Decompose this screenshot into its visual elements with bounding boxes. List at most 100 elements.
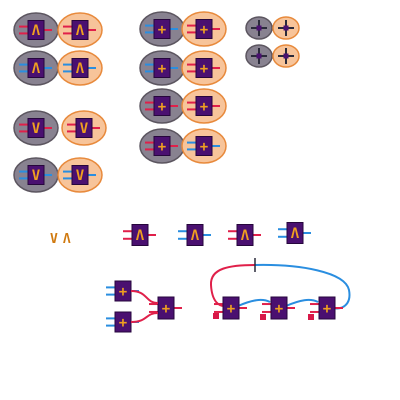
gate-tile: Λ (63, 58, 96, 78)
gate-symbol: Λ (76, 61, 85, 77)
bubbled-gate-tile: + (181, 88, 227, 124)
gate-body (153, 58, 171, 78)
gate-symbol: + (119, 284, 127, 300)
gate-body (75, 118, 93, 138)
gate-symbol: + (200, 99, 208, 115)
legend-symbol-and: Λ (62, 232, 73, 247)
input-terminal (213, 313, 219, 319)
gate-tile: + (187, 19, 220, 39)
bubbled-gate-tile: + (181, 11, 227, 47)
gate-body (286, 222, 304, 244)
gate-tile: + (145, 58, 178, 78)
gate-body (71, 165, 89, 185)
circuit-gate: + (262, 296, 295, 320)
cross-node (256, 25, 262, 31)
bubbled-gate-tile: Λ (13, 50, 59, 86)
gate-symbol: + (119, 315, 127, 331)
gate-body (236, 224, 254, 246)
cross-node (283, 25, 289, 31)
gate-tile: V (19, 118, 52, 138)
gate-symbol: V (32, 168, 41, 184)
bubbled-gate-tile: Λ (57, 12, 103, 48)
gate-body (131, 224, 149, 246)
gate-tile: V (63, 165, 96, 185)
bubbled-gate-tile: + (139, 128, 185, 164)
mini-cross-tile (272, 16, 300, 40)
gate-symbol: + (158, 99, 166, 115)
gate-symbol: + (158, 139, 166, 155)
bubbled-gate-tile: V (57, 157, 103, 193)
gate-body (195, 19, 213, 39)
cross-node (283, 53, 289, 59)
mini-cross-tile (245, 16, 273, 40)
cross-node (256, 53, 262, 59)
gate-symbol: + (275, 301, 283, 317)
gate-body (153, 96, 171, 116)
gate-symbol: + (158, 22, 166, 38)
bubbled-gate-tile: + (139, 11, 185, 47)
bare-gate: Λ (228, 224, 261, 246)
bubbled-gate-tile: Λ (13, 12, 59, 48)
gate-symbol: + (227, 301, 235, 317)
bubbled-gate-tile: V (13, 157, 59, 193)
gate-body (195, 136, 213, 156)
gate-body (27, 118, 45, 138)
circuit-wire (130, 312, 159, 323)
input-terminal (260, 314, 266, 320)
gate-tile: + (187, 136, 220, 156)
gate-tile: + (145, 96, 178, 116)
bubbled-gate-tile: + (139, 88, 185, 124)
gate-symbol: + (200, 139, 208, 155)
gate-tile: Λ (19, 58, 52, 78)
bubbled-gate-tile: + (181, 50, 227, 86)
gate-tile: Λ (63, 20, 96, 40)
bubbled-gate-tile: + (181, 128, 227, 164)
mini-cross-tile (272, 44, 300, 68)
circuit-gate: + (310, 296, 343, 320)
gate-symbol: V (76, 168, 85, 184)
gate-body (27, 165, 45, 185)
gate-body (153, 19, 171, 39)
gate-tile: V (67, 118, 100, 138)
gate-symbol: + (200, 61, 208, 77)
gate-symbol: + (158, 61, 166, 77)
gate-body (27, 20, 45, 40)
gate-symbol: Λ (191, 228, 200, 244)
circuit-wire (130, 290, 159, 304)
gate-symbol: Λ (32, 61, 41, 77)
bare-gate: Λ (278, 222, 311, 244)
gate-symbol: V (80, 121, 89, 137)
gate-symbol: Λ (136, 228, 145, 244)
gate-body (27, 58, 45, 78)
bare-gate: Λ (123, 224, 156, 246)
circuit-gate: + (149, 296, 182, 320)
gate-body (222, 296, 240, 320)
gate-symbol: + (323, 301, 331, 317)
chain-wire (237, 298, 271, 307)
gate-symbol: V (32, 121, 41, 137)
gate-body (153, 136, 171, 156)
bubbled-gate-tile: V (13, 110, 59, 146)
bubbled-gate-tile: + (139, 50, 185, 86)
gate-body (270, 296, 288, 320)
mini-cross-tile (245, 44, 273, 68)
gate-body (186, 224, 204, 246)
legend-symbol-or: V (50, 232, 60, 247)
gate-symbol: Λ (291, 226, 300, 242)
chain-wire (285, 298, 319, 307)
gate-tile: V (19, 165, 52, 185)
gate-symbol: Λ (76, 23, 85, 39)
gate-tile: Λ (19, 20, 52, 40)
gate-body (71, 58, 89, 78)
gate-tile: + (187, 96, 220, 116)
gate-symbol: + (200, 22, 208, 38)
gate-tile: + (145, 19, 178, 39)
gate-body (318, 296, 336, 320)
gate-tile: + (187, 58, 220, 78)
gate-symbol: + (162, 301, 170, 317)
gate-body (195, 96, 213, 116)
gate-body (157, 296, 175, 320)
